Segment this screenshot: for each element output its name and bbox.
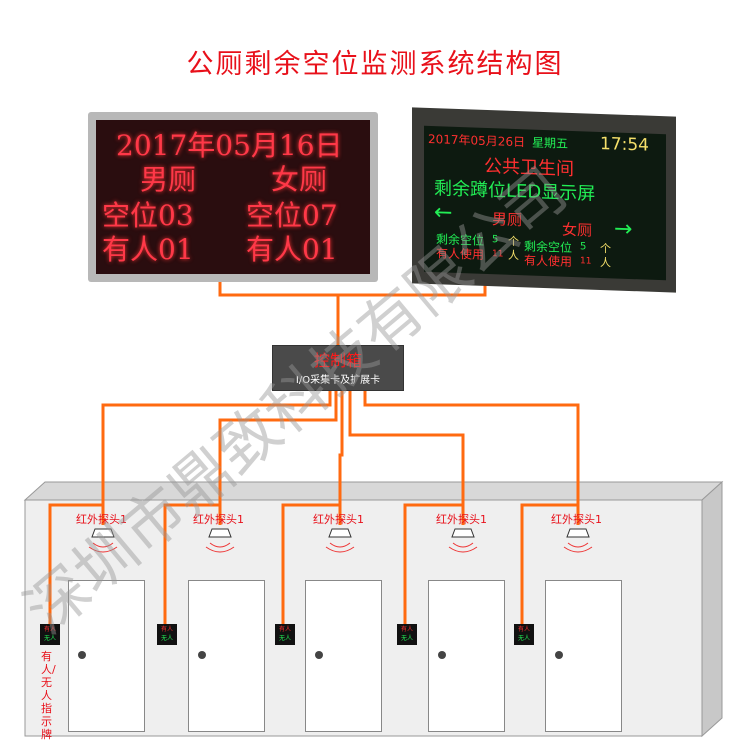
right-arrow-icon: → [614,216,633,243]
cabinet-side [701,480,723,738]
indicator-occupied: 有人 [400,626,413,633]
toilet-door [188,580,265,732]
wires [48,280,580,625]
led-display-red: 2017年05月16日 男厕 女厕 空位03 空位07 有人01 有人01 [88,112,378,282]
occupancy-indicator: 有人无人 [157,624,177,645]
led2-female-vacant-count: 5 [580,241,587,253]
control-box-title: 控制箱 [313,351,362,370]
probe-label: 红外探头1 [551,513,602,526]
indicator-vacant: 无人 [43,635,56,642]
page-title: 公厕剩余空位监测系统结构图 [186,49,564,80]
toilet-door [428,580,505,732]
led2-time: 17:54 [600,133,649,156]
door-knob [438,651,446,659]
indicator-vacant: 无人 [160,635,173,642]
probe-label: 红外探头1 [313,513,364,526]
indicator-occupied: 有人 [43,626,56,633]
indicator-vacant: 无人 [517,635,530,642]
led-male: 男厕 [140,163,197,196]
indicator-vacant: 无人 [278,635,291,642]
control-box-subtitle: I/O采集卡及扩展卡 [295,375,381,386]
probe-label: 红外探头1 [76,513,127,526]
occupancy-indicator: 有人无人 [40,624,60,645]
probe-label: 红外探头1 [193,513,244,526]
indicator-vacant: 无人 [400,635,413,642]
led-female: 女厕 [271,163,328,196]
door-knob [555,651,563,659]
indicator-occupied: 有人 [160,626,173,633]
indicator-occupied: 有人 [278,626,291,633]
control-box: 控制箱 I/O采集卡及扩展卡 [272,345,404,391]
probe-icons [88,528,593,553]
occupancy-indicator: 有人无人 [397,624,417,645]
toilet-door [305,580,382,732]
led-date: 2017年05月16日 [116,129,343,162]
led2-unit2-f: 人 [600,255,611,270]
occupancy-indicator: 有人无人 [514,624,534,645]
led-female-occupied: 有人01 [246,233,338,266]
led-male-occupied: 有人01 [102,233,194,266]
door-knob [198,651,206,659]
door-knob [78,651,86,659]
indicator-caption: 有人/无人指示牌 [41,650,56,741]
toilet-door [68,580,145,732]
led-female-vacant: 空位07 [246,199,338,232]
led2-female-occupied-count: 11 [580,256,592,267]
indicator-occupied: 有人 [517,626,530,633]
toilet-door [545,580,622,732]
led2-weekday: 星期五 [532,135,569,151]
led-male-vacant: 空位03 [102,199,194,232]
probe-label: 红外探头1 [436,513,487,526]
occupancy-indicator: 有人无人 [275,624,295,645]
door-knob [315,651,323,659]
led2-date: 2017年05月26日 [428,131,526,150]
